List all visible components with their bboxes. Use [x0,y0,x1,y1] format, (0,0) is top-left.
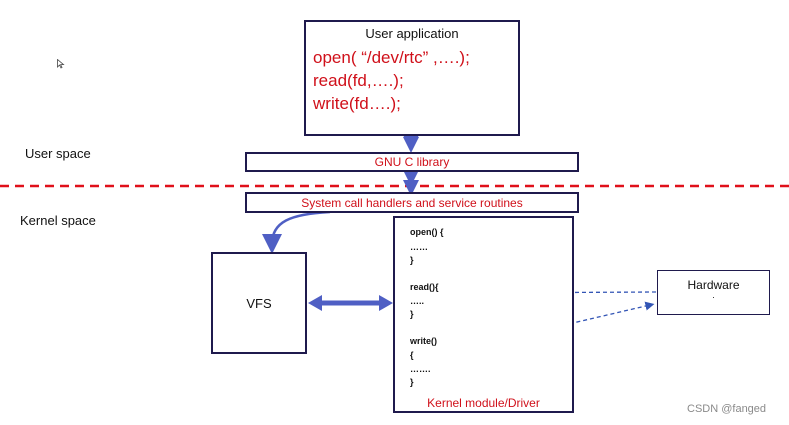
driver-open-body: …… [410,242,428,252]
code-line-read: read(fd,….); [313,71,404,90]
driver-write-body: ……. [410,364,431,374]
vfs-driver-arrowhead-left [308,295,322,311]
driver-write-close: } [410,377,414,387]
hardware-label: Hardware [687,278,740,292]
vfs-box: VFS [211,252,307,354]
glibc-box: GNU C library [245,152,579,172]
driver-write-open: { [410,350,414,360]
driver-caption: Kernel module/Driver [427,396,540,410]
vfs-driver-arrowhead-right [379,295,393,311]
code-line-open: open( “/dev/rtc” ,….); [313,48,470,67]
syscall-vfs-curve [262,210,331,254]
user-application-box: User application open( “/dev/rtc” ,….); … [304,20,520,136]
driver-box: open() { …… } read(){ ….. } write() { ……… [393,216,574,413]
vfs-label: VFS [246,295,272,311]
watermark: CSDN @fanged [687,403,767,415]
code-line-write: write(fd….); [313,94,401,113]
user-application-title: User application [365,26,459,41]
driver-read-body: ….. [410,296,425,306]
mouse-cursor-icon [57,56,65,69]
driver-open-line: open() { [410,227,444,237]
driver-read-line: read(){ [410,282,439,292]
driver-write-line: write() [410,336,437,346]
hardware-dot: . [712,290,715,300]
user-space-label: User space [25,146,91,161]
driver-open-close: } [410,255,414,265]
hardware-box: Hardware . [657,270,770,315]
glibc-label: GNU C library [374,155,450,169]
driver-read-close: } [410,309,414,319]
syscall-label: System call handlers and service routine… [301,195,523,210]
syscall-box: System call handlers and service routine… [245,192,579,213]
kernel-space-label: Kernel space [20,213,96,228]
